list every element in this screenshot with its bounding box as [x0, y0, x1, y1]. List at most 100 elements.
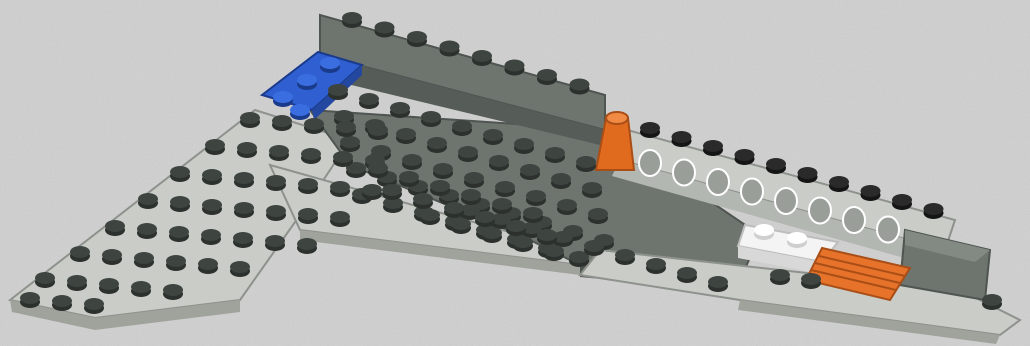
stud — [198, 258, 218, 274]
stud — [137, 223, 157, 239]
stud — [67, 275, 87, 291]
stud — [266, 205, 286, 221]
technic-hole — [809, 198, 831, 224]
stud — [390, 102, 410, 118]
stud — [754, 224, 774, 240]
stud — [495, 181, 515, 197]
stud — [84, 298, 104, 314]
stud — [544, 245, 564, 261]
stud — [703, 140, 723, 156]
stud — [433, 163, 453, 179]
stud — [166, 255, 186, 271]
stud — [505, 60, 525, 76]
stud — [514, 138, 534, 154]
stud — [861, 185, 881, 201]
stud — [482, 227, 502, 243]
technic-hole — [673, 160, 695, 186]
stud — [237, 142, 257, 158]
stud — [672, 131, 692, 147]
stud — [272, 115, 292, 131]
stud — [202, 199, 222, 215]
technic-hole — [707, 169, 729, 195]
stud — [399, 171, 419, 187]
stud — [924, 203, 944, 219]
stud — [340, 136, 360, 152]
stud — [576, 156, 596, 172]
stud — [444, 202, 464, 218]
stud — [570, 79, 590, 95]
stud — [273, 91, 293, 107]
stud — [421, 111, 441, 127]
stud — [105, 220, 125, 236]
stud — [523, 207, 543, 223]
stud — [170, 196, 190, 212]
stud — [396, 128, 416, 144]
stud — [646, 258, 666, 274]
stud — [240, 112, 260, 128]
stud — [537, 69, 557, 85]
stud — [483, 129, 503, 145]
stud — [413, 193, 433, 209]
stud — [297, 238, 317, 254]
stud — [537, 229, 557, 245]
stud — [829, 176, 849, 192]
stud — [201, 229, 221, 245]
technic-hole — [843, 207, 865, 233]
stud — [138, 193, 158, 209]
stud — [333, 151, 353, 167]
stud — [290, 104, 310, 120]
stud — [342, 12, 362, 28]
stud — [430, 180, 450, 196]
stud — [230, 261, 250, 277]
stud — [234, 172, 254, 188]
stud — [489, 155, 509, 171]
stud — [330, 211, 350, 227]
stud — [131, 281, 151, 297]
stud — [70, 246, 90, 262]
stud — [451, 218, 471, 234]
stud — [735, 149, 755, 165]
technic-hole — [741, 179, 763, 205]
stud — [545, 147, 565, 163]
stud — [134, 252, 154, 268]
stud — [407, 31, 427, 47]
stud — [297, 74, 317, 90]
stud — [328, 84, 348, 100]
stud — [640, 122, 660, 138]
stud — [798, 167, 818, 183]
stud — [359, 93, 379, 109]
stud — [582, 182, 602, 198]
stud — [301, 148, 321, 164]
stud — [99, 278, 119, 294]
stud — [440, 41, 460, 57]
stud — [382, 184, 402, 200]
stud — [461, 189, 481, 205]
stud — [770, 269, 790, 285]
stud — [766, 158, 786, 174]
stud — [506, 220, 526, 236]
stud — [35, 272, 55, 288]
stud — [420, 209, 440, 225]
stud — [427, 137, 447, 153]
stud — [269, 145, 289, 161]
stud — [588, 208, 608, 224]
stud — [464, 172, 484, 188]
stud — [475, 211, 495, 227]
technic-hole — [877, 217, 899, 243]
stud — [375, 22, 395, 38]
stud — [52, 295, 72, 311]
stud — [298, 208, 318, 224]
stud — [452, 120, 472, 136]
stud — [787, 232, 807, 248]
stud — [677, 267, 697, 283]
stud — [320, 57, 340, 73]
stud — [551, 173, 571, 189]
stud — [233, 232, 253, 248]
stud — [205, 139, 225, 155]
stud — [892, 194, 912, 210]
stud — [615, 249, 635, 265]
stud — [265, 235, 285, 251]
stud — [202, 169, 222, 185]
stud — [708, 276, 728, 292]
